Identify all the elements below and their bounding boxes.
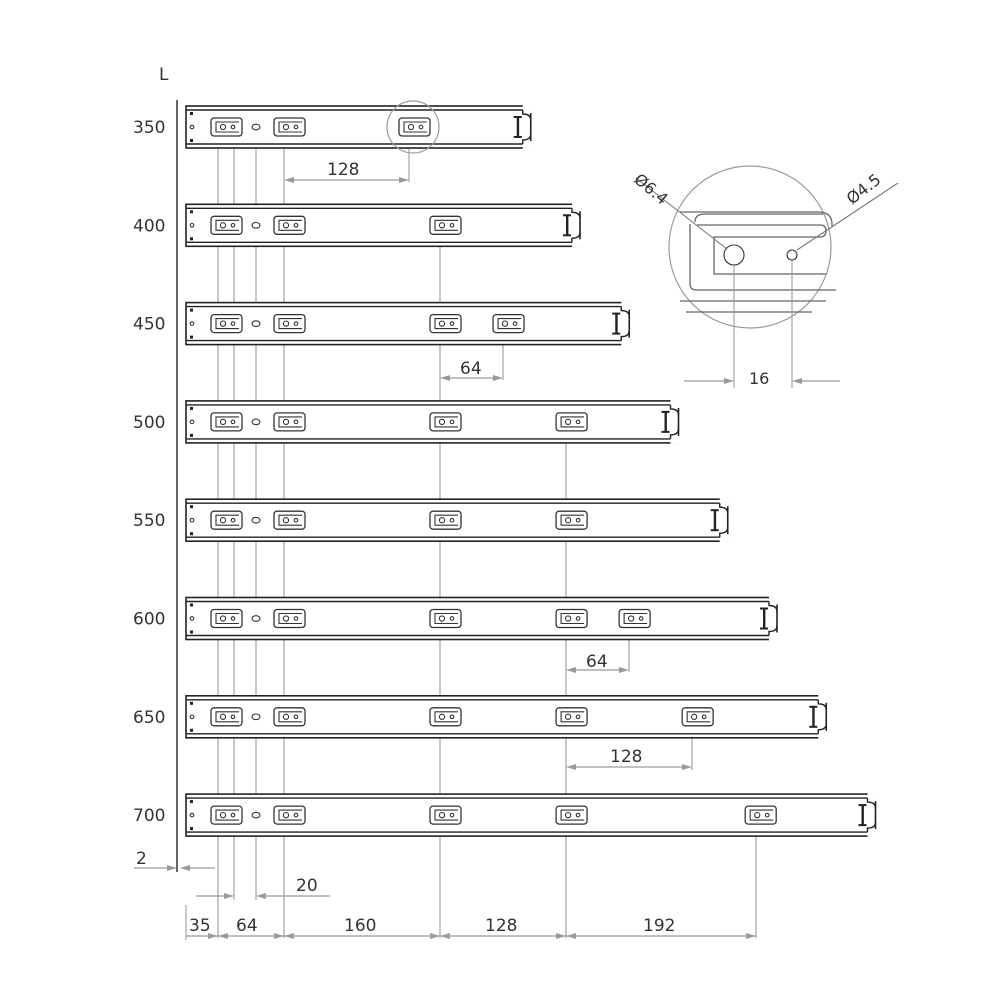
mount-hole-3 xyxy=(429,510,462,530)
bottom-dim-1: 35 xyxy=(189,916,211,936)
mount-hole-1 xyxy=(210,215,243,235)
bottom-dim-5: 192 xyxy=(643,916,675,936)
length-axis-label: L xyxy=(159,65,169,85)
mount-hole-4 xyxy=(555,805,588,825)
mount-hole-1 xyxy=(210,313,243,334)
rail-length-label: 600 xyxy=(133,610,165,630)
wall-gap-label: 2 xyxy=(136,849,147,869)
mount-hole-2 xyxy=(273,510,306,530)
bottom-dimension-chain: 35 64 160 128 192 xyxy=(185,905,756,940)
rail-500: 500 xyxy=(133,399,680,444)
rail-body xyxy=(185,203,581,248)
mount-hole-2 xyxy=(273,313,306,334)
rail-length-label: 650 xyxy=(133,708,165,728)
interval-label-450: 64 xyxy=(460,359,482,379)
large-hole-diameter-label: Ø6.4 xyxy=(630,170,671,209)
oval-hole xyxy=(251,811,261,819)
mount-hole-3 xyxy=(429,608,462,629)
mount-hole-5 xyxy=(618,608,651,629)
interval-dimensions: 128 64 64 128 xyxy=(284,160,692,770)
mount-hole-3 xyxy=(429,412,462,432)
rail-650: 650 xyxy=(133,694,828,739)
rail-list: 350 400 450 500 550 600 650 700 xyxy=(133,105,877,838)
mount-hole-1 xyxy=(210,412,243,432)
mount-hole-2 xyxy=(273,707,306,727)
rail-length-label: 400 xyxy=(133,216,165,236)
mount-hole-1 xyxy=(210,707,243,727)
mount-hole-1 xyxy=(210,805,243,825)
rail-450: 450 xyxy=(133,301,631,346)
detail-large-hole xyxy=(723,244,745,266)
mount-hole-2 xyxy=(273,215,306,235)
mount-hole-4 xyxy=(555,608,588,629)
rail-600: 600 xyxy=(133,596,778,641)
detail-callout-circle xyxy=(386,100,440,154)
detail-circle xyxy=(668,165,832,329)
mount-hole-3 xyxy=(398,117,431,137)
mount-hole-1 xyxy=(210,510,243,530)
mount-hole-2 xyxy=(273,608,306,629)
detail-small-hole xyxy=(786,249,798,261)
interval-label-650: 128 xyxy=(610,747,642,767)
mount-hole-3 xyxy=(429,313,462,334)
mount-hole-1 xyxy=(210,608,243,629)
mount-hole-5 xyxy=(681,707,714,727)
mount-hole-2 xyxy=(273,412,306,432)
mount-hole-4 xyxy=(555,510,588,530)
mount-hole-3 xyxy=(429,215,462,235)
mount-hole-3 xyxy=(429,707,462,727)
rail-550: 550 xyxy=(133,498,729,543)
rail-length-label: 700 xyxy=(133,806,165,826)
rail-length-label: 550 xyxy=(133,511,165,531)
mount-hole-2 xyxy=(273,805,306,825)
rail-400: 400 xyxy=(133,203,581,248)
rail-350: 350 xyxy=(133,105,532,149)
oval-hole xyxy=(251,615,261,622)
hole-spacing-label: 16 xyxy=(749,369,769,388)
rail-body xyxy=(185,105,532,149)
mount-hole-4 xyxy=(555,707,588,727)
mount-hole-5 xyxy=(744,805,777,825)
rail-length-label: 450 xyxy=(133,315,165,335)
mount-hole-3 xyxy=(429,805,462,825)
oval-hole xyxy=(251,320,261,327)
rail-length-label: 350 xyxy=(133,118,165,138)
oval-hole xyxy=(251,516,261,524)
detail-view: Ø6.4 Ø4.5 16 xyxy=(630,165,899,388)
rail-length-label: 500 xyxy=(133,413,165,433)
interval-label-350: 128 xyxy=(327,160,359,180)
bottom-dim-4: 128 xyxy=(485,916,517,936)
mount-hole-4 xyxy=(555,412,588,432)
mount-hole-4 xyxy=(492,313,525,334)
oval-hole xyxy=(251,221,261,229)
rail-700: 700 xyxy=(133,793,877,838)
mount-hole-1 xyxy=(210,117,243,137)
offset-dimensions: 2 20 xyxy=(134,849,330,899)
oval-hole xyxy=(251,123,261,131)
small-hole-diameter-label: Ø4.5 xyxy=(843,170,885,208)
oval-hole xyxy=(251,418,261,426)
bottom-dim-2: 64 xyxy=(236,916,258,936)
mount-hole-2 xyxy=(273,117,306,137)
interval-label-600: 64 xyxy=(586,652,608,672)
small-hole-offset-label: 20 xyxy=(296,876,318,896)
bottom-dim-3: 160 xyxy=(344,916,376,936)
oval-hole xyxy=(251,713,261,721)
